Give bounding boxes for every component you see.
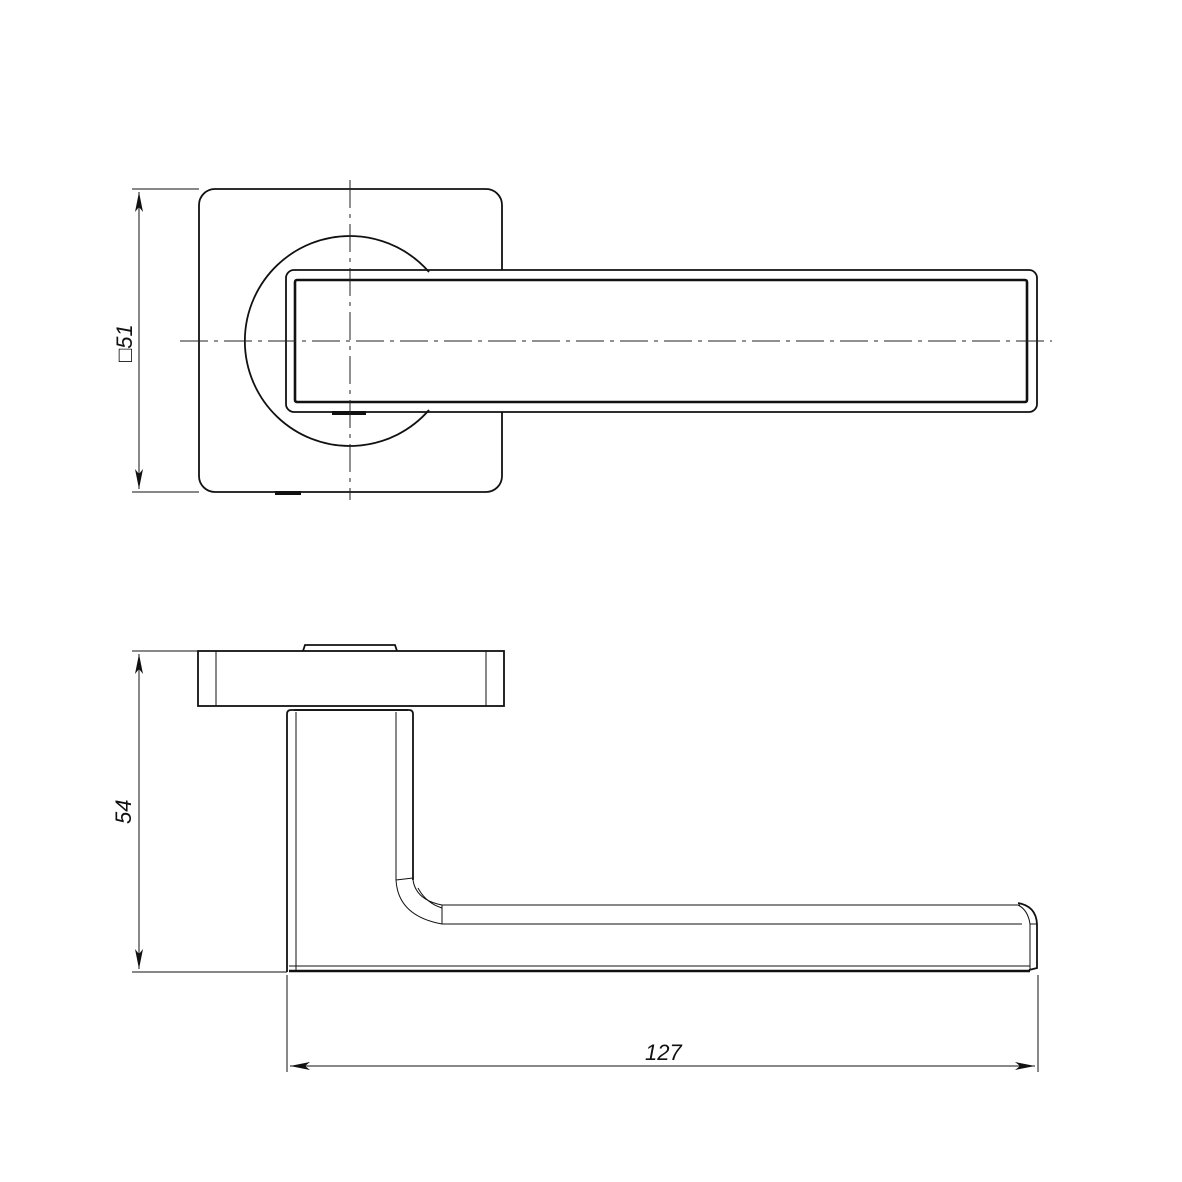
- dimension-label-51: □51: [112, 324, 137, 362]
- lever-tip: [1017, 902, 1038, 971]
- lever-outer: [285, 269, 1038, 413]
- dimension-label-127: 127: [645, 1040, 682, 1065]
- lever-slot: [332, 411, 366, 415]
- side-view: 54 127: [111, 644, 1039, 1072]
- front-view: □51: [112, 180, 1052, 500]
- dimension-label-54: 54: [111, 800, 136, 824]
- rose-slot: [275, 491, 301, 495]
- lever-stem: [286, 709, 414, 972]
- lever-bend: [395, 879, 1022, 925]
- rose-top-nub: [302, 644, 398, 652]
- rose-plate: [197, 650, 505, 707]
